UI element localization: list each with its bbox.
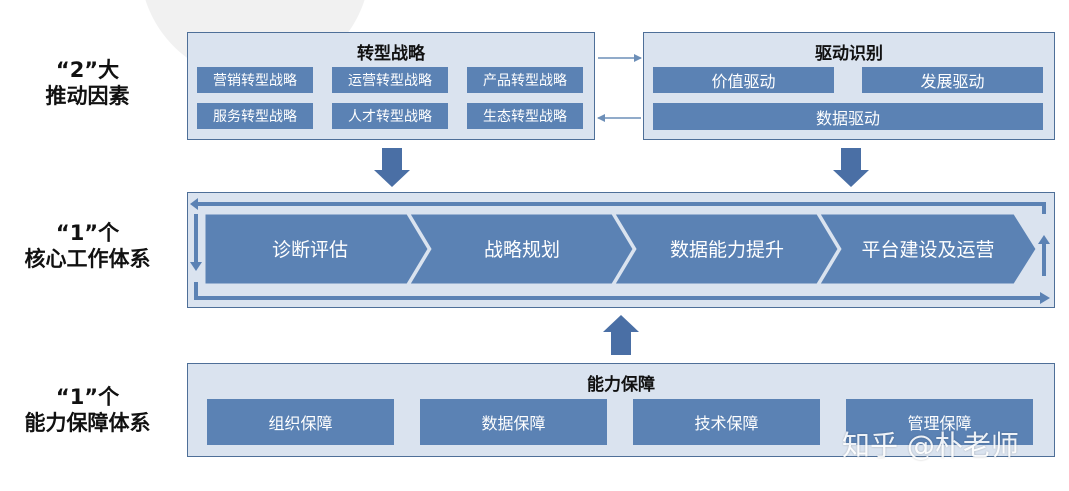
process-step-platform-label: 平台建设及运营: [861, 239, 994, 261]
strategy-item-operations: 运营转型战略: [332, 67, 448, 93]
strategy-item-talent: 人才转型战略: [332, 103, 448, 129]
loop-arrow-bottom-head-icon: [1040, 292, 1050, 304]
loop-arrow-bottom: [194, 282, 1040, 300]
row-label-drivers: “2”大 推动因素: [0, 57, 175, 109]
row-label-assurance-system-line2: 能力保障体系: [24, 411, 151, 435]
row-label-drivers-line1: “2”大: [55, 58, 120, 82]
driver-item-development: 发展驱动: [862, 67, 1043, 93]
driver-item-value: 价值驱动: [653, 67, 834, 93]
loop-arrow-top-head-icon: [190, 198, 198, 210]
row-label-assurance-system: “1”个 能力保障体系: [0, 384, 175, 436]
row-label-core-system-line1: “1”个: [55, 221, 120, 245]
arrow-up-assurance-icon: [603, 315, 639, 355]
row-label-drivers-line2: 推动因素: [45, 84, 130, 108]
process-step-planning-label: 战略规划: [484, 239, 560, 261]
process-step-data-capability-label: 数据能力提升: [670, 239, 784, 261]
driver-identification-title: 驱动识别: [815, 44, 883, 64]
loop-arrow-top: [198, 202, 1046, 214]
driver-item-data: 数据驱动: [653, 103, 1043, 130]
arrow-down-driver-icon: [833, 148, 869, 187]
process-step-data-capability: [614, 213, 839, 285]
row-label-core-system-line2: 核心工作体系: [24, 247, 151, 271]
loop-arrow-right-head-icon: [1038, 235, 1050, 244]
assurance-item-technology: 技术保障: [633, 399, 820, 445]
transformation-strategy-title: 转型战略: [357, 44, 425, 64]
strategy-item-marketing: 营销转型战略: [197, 67, 313, 93]
strategy-item-ecosystem: 生态转型战略: [467, 103, 583, 129]
row-label-core-system: “1”个 核心工作体系: [0, 220, 175, 272]
process-step-diagnosis-label: 诊断评估: [272, 239, 348, 261]
process-step-diagnosis: [204, 213, 429, 285]
arrow-down-strategy-icon: [374, 148, 410, 187]
capability-assurance-panel: 能力保障 组织保障 数据保障 技术保障 管理保障: [187, 363, 1055, 457]
process-step-planning: [409, 213, 634, 285]
driver-identification-panel: 驱动识别 价值驱动 发展驱动 数据驱动: [643, 32, 1055, 140]
row-label-assurance-system-line1: “1”个: [55, 385, 120, 409]
assurance-item-organization: 组织保障: [207, 399, 394, 445]
strategy-item-product: 产品转型战略: [467, 67, 583, 93]
capability-assurance-title: 能力保障: [587, 375, 655, 395]
assurance-item-data: 数据保障: [420, 399, 607, 445]
watermark: 知乎 @朴老师: [842, 429, 1019, 462]
assurance-item-management: 管理保障: [846, 399, 1033, 445]
strategy-item-service: 服务转型战略: [197, 103, 313, 129]
transformation-strategy-panel: 转型战略 营销转型战略 运营转型战略 产品转型战略 服务转型战略 人才转型战略 …: [187, 32, 595, 140]
process-step-platform: [819, 213, 1037, 285]
loop-arrow-left-head-icon: [190, 262, 202, 271]
